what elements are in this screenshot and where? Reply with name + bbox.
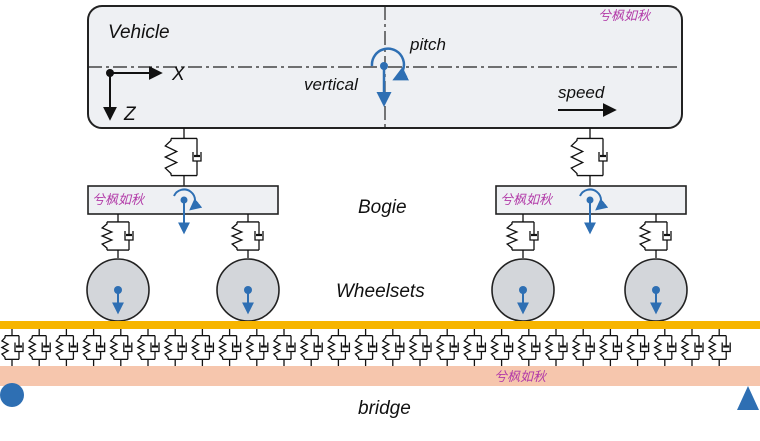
rail-pad-spring — [109, 329, 133, 366]
rail-pad-spring — [326, 329, 351, 366]
watermark-vehicle: 兮枫如秋 — [598, 8, 652, 23]
bogie-rear: 兮枫如秋 — [495, 185, 687, 235]
rail-pad-spring — [598, 329, 623, 366]
rail — [0, 321, 760, 329]
bridge-deck — [0, 366, 760, 386]
vehicle-body: Vehicle 兮枫如秋 X Z pitch vertical speed — [87, 5, 683, 129]
rail-pad-spring — [490, 329, 514, 366]
rail-pad-spring — [707, 329, 731, 366]
axis-x-label: X — [171, 64, 186, 85]
watermark-bridge: 兮枫如秋 — [494, 369, 548, 384]
wheelset-rear-2 — [624, 258, 688, 322]
vertical-label: vertical — [304, 75, 359, 94]
wheelsets — [86, 258, 688, 322]
watermark-bogie: 兮枫如秋 — [500, 192, 554, 207]
rail-pad-spring — [381, 329, 405, 366]
rail-pad-springs — [0, 329, 731, 366]
primary-suspension-front-2 — [230, 214, 264, 258]
rail-pad-spring — [517, 329, 541, 366]
bogie-label: Bogie — [358, 197, 407, 218]
coordinate-axes: X Z — [103, 64, 186, 125]
rail-pad-spring — [571, 329, 595, 366]
speed-label: speed — [558, 83, 605, 102]
secondary-suspension-rear — [569, 128, 608, 186]
rail-pad-spring — [0, 329, 24, 366]
rail-pad-spring — [435, 329, 459, 366]
wheelsets-label: Wheelsets — [336, 281, 425, 302]
pin-support — [0, 383, 24, 407]
wheelset-rear-1 — [491, 258, 555, 322]
primary-suspension-rear-1 — [505, 214, 539, 258]
bridge-label: bridge — [358, 398, 411, 419]
rail-pad-spring — [544, 329, 568, 366]
watermark-bogie: 兮枫如秋 — [92, 192, 146, 207]
rail-pad-spring — [54, 329, 79, 366]
rail-pad-spring — [354, 329, 378, 366]
bogie-dof-arrows — [579, 188, 609, 235]
rail-pad-spring — [245, 329, 269, 366]
rail-pad-spring — [136, 329, 160, 366]
pitch-label: pitch — [409, 35, 446, 54]
rail-pad-spring — [653, 329, 677, 366]
rail-pad-spring — [462, 329, 487, 366]
vehicle-label: Vehicle — [108, 22, 170, 43]
secondary-suspensions — [163, 128, 608, 186]
rail-pad-spring — [626, 329, 650, 366]
rail-pad-spring — [408, 329, 432, 366]
bogie-front: 兮枫如秋 — [87, 185, 279, 235]
rail-pad-spring — [680, 329, 704, 366]
secondary-suspension-front — [163, 128, 202, 186]
primary-suspensions — [100, 214, 672, 258]
rail-pad-spring — [218, 329, 242, 366]
roller-support — [737, 386, 759, 410]
rail-pad-spring — [272, 329, 296, 366]
rail-pad-spring — [299, 329, 323, 366]
rail-pad-spring — [190, 329, 215, 366]
wheelset-front-1 — [86, 258, 150, 322]
vehicle-dof: pitch vertical — [304, 35, 446, 107]
primary-suspension-front-1 — [100, 214, 134, 258]
rail-pad-spring — [163, 329, 187, 366]
bogie-dof-arrows — [173, 188, 203, 235]
speed-indicator: speed — [558, 83, 617, 117]
rail-pad-spring — [27, 329, 51, 366]
bogies: 兮枫如秋 兮枫如秋 — [87, 185, 687, 235]
rail-pad-spring — [82, 329, 106, 366]
axis-z-label: Z — [123, 104, 137, 125]
primary-suspension-rear-2 — [638, 214, 672, 258]
wheelset-front-2 — [216, 258, 280, 322]
